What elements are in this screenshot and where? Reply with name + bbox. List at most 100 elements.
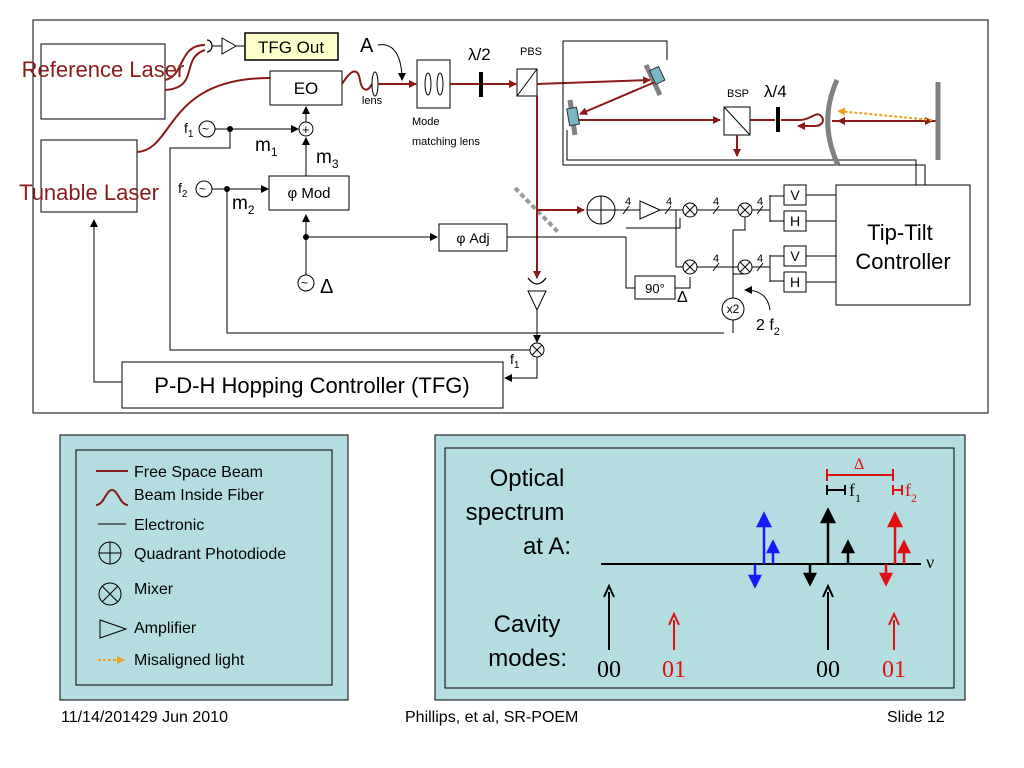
pdh-to-tunable-wire bbox=[90, 219, 122, 383]
pdh-controller-box bbox=[121, 361, 504, 409]
black-carrier-arrows bbox=[802, 507, 856, 587]
legend-items: Free Space Beam Beam Inside Fiber Electr… bbox=[95, 464, 286, 669]
svg-text:H: H bbox=[790, 274, 800, 290]
doubler-label: x2 bbox=[727, 302, 740, 316]
tunable-laser-label: Tunable Laser bbox=[19, 180, 159, 205]
f1-label: f1 bbox=[184, 120, 194, 140]
legend-qpd: Quadrant Photodiode bbox=[134, 546, 286, 563]
m2-label: m2 bbox=[232, 193, 255, 217]
amplifier-icon bbox=[99, 619, 128, 639]
mode-matching-label: Mode matching lens bbox=[412, 116, 480, 148]
cavity-mode-arrows bbox=[603, 583, 900, 650]
f1-spectrum-label: f1 bbox=[849, 480, 861, 505]
svg-text:V: V bbox=[790, 187, 800, 203]
svg-text:V: V bbox=[790, 248, 800, 264]
phi-adj-label: φ Adj bbox=[456, 230, 489, 246]
phi-mod-box bbox=[268, 175, 350, 211]
footer-slide-number: Slide 12 bbox=[887, 709, 945, 726]
eo-box bbox=[269, 70, 343, 106]
fiber-ref-to-tfg-2 bbox=[164, 49, 206, 91]
phi-mod-label: φ Mod bbox=[287, 185, 330, 202]
fiber-ref-to-tfg bbox=[164, 44, 206, 81]
svg-text:~: ~ bbox=[202, 122, 209, 136]
upper-steering-mirror bbox=[643, 63, 666, 97]
mode-01-a: 01 bbox=[662, 657, 686, 683]
tip-tilt-controller-box bbox=[835, 184, 971, 306]
svg-text:4: 4 bbox=[757, 196, 763, 208]
mode-00-a: 00 bbox=[597, 657, 621, 683]
f1-lo-wire bbox=[169, 129, 530, 351]
qpd-amplifier bbox=[639, 200, 662, 220]
svg-text:4: 4 bbox=[757, 253, 763, 265]
tunable-laser-box bbox=[40, 139, 138, 213]
blue-sideband-arrows bbox=[747, 511, 781, 589]
legend-fiber: Beam Inside Fiber bbox=[134, 487, 265, 504]
svg-text:4: 4 bbox=[666, 196, 672, 208]
m3-label: m3 bbox=[316, 147, 339, 171]
phi-adj-box bbox=[438, 223, 508, 252]
mixer-icon bbox=[98, 582, 122, 606]
pdh-controller-label: P-D-H Hopping Controller (TFG) bbox=[154, 373, 469, 398]
optical-spectrum-label: Optical spectrum at A: bbox=[466, 465, 571, 560]
point-a-label: A bbox=[360, 35, 374, 57]
f2-spectrum-label: f2 bbox=[905, 480, 917, 505]
svg-text:4: 4 bbox=[625, 196, 631, 208]
tfg-out-box bbox=[244, 32, 339, 61]
beam-to-mirror bbox=[536, 76, 651, 85]
f1-bar bbox=[826, 485, 846, 495]
legend-electronic: Electronic bbox=[134, 517, 204, 534]
quarter-wave-label: λ/4 bbox=[764, 82, 787, 101]
mode-matching-box bbox=[416, 59, 451, 109]
pdh-photodiode bbox=[527, 277, 547, 285]
cavity-input-mirror bbox=[825, 78, 841, 167]
svg-text:~: ~ bbox=[301, 276, 308, 290]
pickoff-beamsplitter bbox=[513, 186, 560, 234]
delta-spectrum-label: Δ bbox=[854, 456, 864, 473]
two-f2-label: 2 f2 bbox=[756, 317, 780, 338]
reference-laser-label: Reference Laser bbox=[22, 57, 185, 82]
tfg-out-label: TFG Out bbox=[258, 38, 324, 57]
fiber-tunable-to-eo bbox=[136, 77, 271, 153]
pdh-mixer-f1-label: f1 bbox=[510, 351, 520, 371]
reference-laser-box bbox=[40, 43, 166, 120]
m1-label: m1 bbox=[255, 135, 278, 159]
red-sideband-arrows bbox=[878, 511, 912, 587]
legend-panel bbox=[59, 434, 349, 701]
quadrant-photodiode-icon bbox=[98, 541, 122, 565]
half-wave-label: λ/2 bbox=[468, 45, 491, 64]
legend-inner-frame bbox=[75, 449, 333, 686]
tip-tilt-label: Tip-Tilt Controller bbox=[855, 220, 950, 274]
eo-label: EO bbox=[294, 79, 319, 98]
ninety-delta-label: Δ bbox=[677, 289, 688, 306]
mode-00-b: 00 bbox=[816, 657, 840, 683]
pdh-amplifier bbox=[527, 290, 547, 312]
delta-osc-label: Δ bbox=[320, 276, 333, 298]
point-a-arrow bbox=[377, 44, 406, 81]
footer-author: Phillips, et al, SR-POEM bbox=[405, 709, 579, 726]
delta-bar bbox=[826, 469, 894, 481]
svg-text:H: H bbox=[790, 213, 800, 229]
lower-steering-mirror bbox=[566, 99, 581, 136]
f2-label: f2 bbox=[178, 180, 188, 200]
nu-label: ν bbox=[926, 552, 934, 572]
bsp-label: BSP bbox=[727, 88, 749, 100]
spectrum-inner-frame bbox=[444, 447, 955, 689]
mode-01-b: 01 bbox=[882, 657, 906, 683]
legend-amplifier: Amplifier bbox=[134, 620, 197, 637]
svg-text:4: 4 bbox=[713, 253, 719, 265]
pbs-label: PBS bbox=[520, 46, 542, 58]
misaligned-light-beam bbox=[837, 107, 933, 121]
fiber-beam-icon bbox=[95, 488, 129, 506]
svg-text:+: + bbox=[302, 122, 310, 137]
lens-element bbox=[371, 71, 379, 97]
legend-free-space: Free Space Beam bbox=[134, 464, 263, 481]
fiber-eo-out bbox=[341, 70, 373, 91]
footer-date: 11/14/201429 Jun 2010 bbox=[61, 709, 228, 726]
ninety-degree-label: 90° bbox=[645, 281, 665, 296]
cavity-modes-label: Cavity modes: bbox=[488, 611, 567, 672]
lens-label: lens bbox=[362, 95, 383, 107]
f2-wire-to-doubler bbox=[226, 189, 724, 334]
svg-text:4: 4 bbox=[713, 196, 719, 208]
beam-diagonal bbox=[579, 81, 656, 115]
